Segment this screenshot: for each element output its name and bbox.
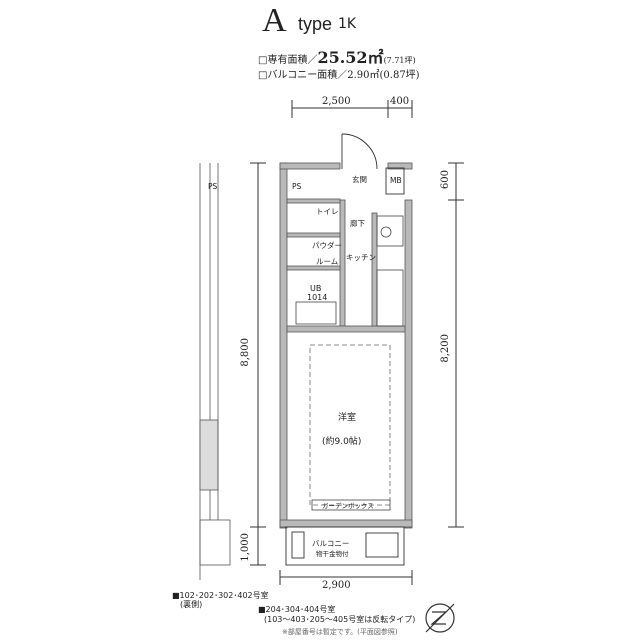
dim-bottom: 2,900 — [322, 580, 351, 591]
exclusive-area-value: 25.52㎡ — [317, 48, 384, 67]
room-dashed-area — [309, 344, 391, 506]
garden-box — [311, 499, 391, 511]
note-right-units-sub: (103～403･205～405号室は反転タイプ) — [264, 615, 416, 624]
room-rouka: 廊下 — [350, 219, 365, 228]
dim-left-total: 8,800 — [240, 338, 251, 367]
room-powder-2: ルーム — [316, 257, 339, 266]
exclusive-area-label: □専有面積／ — [258, 55, 318, 66]
exclusive-area-line: □専有面積／25.52㎡(7.71坪) — [258, 44, 416, 68]
dim-right-total: 8,200 — [440, 334, 451, 363]
dim-left-balcony: 1,000 — [240, 533, 251, 562]
dim-right-top: 600 — [440, 170, 451, 190]
exclusive-area-tsubo: (7.71坪) — [383, 56, 416, 65]
compass-icon — [425, 603, 455, 633]
balcony-area-line: □バルコニー面積／2.90㎡(0.87坪) — [258, 70, 420, 81]
room-ps: PS — [292, 182, 302, 191]
room-ps-neighbor: PS — [208, 182, 218, 191]
room-mb: MB — [390, 176, 402, 185]
room-kitchen: キッチン — [346, 253, 376, 262]
room-balcony: バルコニー — [312, 539, 350, 548]
room-ub-2: 1014 — [307, 293, 328, 302]
dim-top-side: 400 — [390, 96, 410, 107]
unit-walls — [279, 162, 413, 529]
room-powder-1: パウダー — [312, 241, 342, 250]
room-garden-box: ガーデンボックス — [322, 502, 374, 510]
room-youshitsu: 洋室 — [338, 413, 357, 423]
type-word: type — [298, 14, 333, 34]
room-youshitsu-size: (約9.0帖) — [322, 437, 362, 447]
balcony-outline — [285, 526, 405, 566]
dim-top-main: 2,500 — [322, 96, 351, 107]
room-genkan: 玄関 — [352, 175, 367, 184]
room-toilet: トイレ — [316, 207, 339, 216]
note-right-units: ■204･304･404号室 — [258, 605, 336, 614]
note-disclaimer: ※部屋番号は暫定です。(平面図参照) — [282, 628, 398, 636]
note-left-units-sub: (裏側) — [180, 600, 203, 609]
neighbor-strip — [199, 163, 231, 580]
kitchen-fixtures — [376, 215, 404, 327]
layout-label: 1K — [338, 16, 357, 32]
room-ub-1: UB — [310, 284, 322, 293]
entrance-door — [341, 133, 405, 195]
note-left-units: ■102･202･302･402号室 — [172, 591, 269, 600]
bathtub — [295, 301, 337, 325]
room-balcony-sub: 物干金物付 — [316, 550, 349, 558]
type-letter: A — [262, 2, 287, 39]
